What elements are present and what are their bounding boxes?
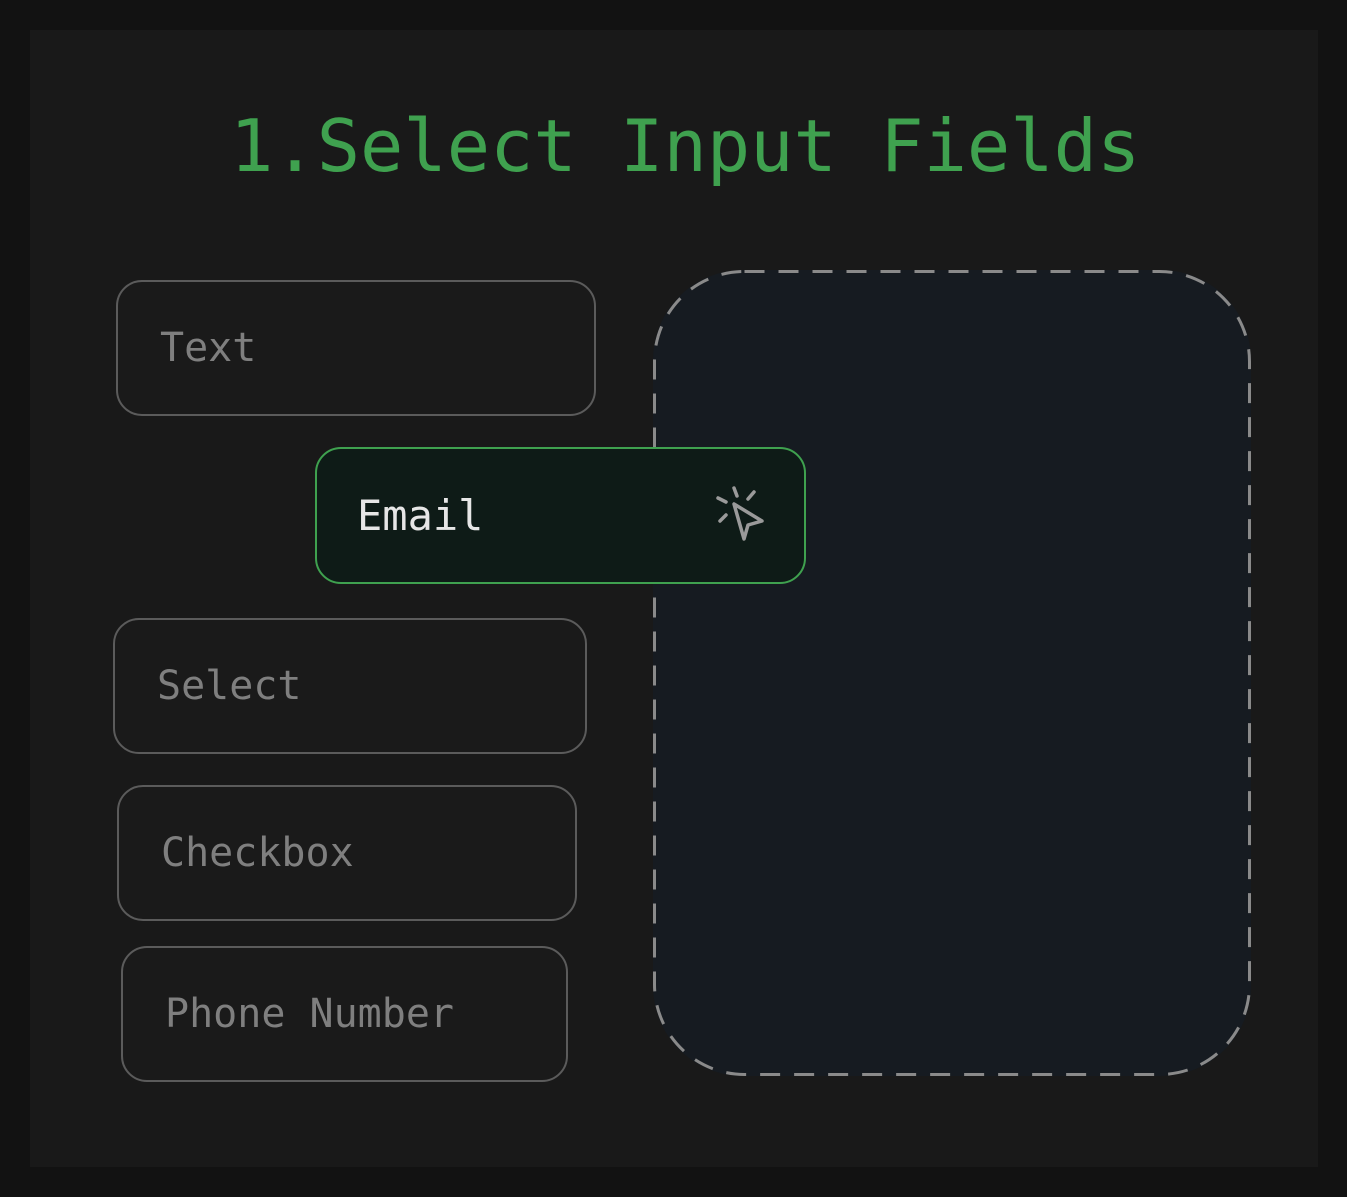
cursor-click-icon: [716, 486, 764, 541]
canvas-frame: 1.Select Input Fields Text Select Checkb…: [30, 30, 1318, 1167]
page-title: 1.Select Input Fields: [230, 104, 1141, 188]
field-option-email-dragging[interactable]: Email: [315, 447, 806, 584]
field-option-checkbox[interactable]: Checkbox: [117, 785, 577, 921]
field-option-label: Select: [157, 663, 302, 709]
form-drop-zone[interactable]: [653, 270, 1251, 1076]
field-option-label: Checkbox: [161, 830, 354, 876]
field-option-phone-number[interactable]: Phone Number: [121, 946, 568, 1082]
field-option-label: Text: [160, 325, 257, 371]
field-option-select[interactable]: Select: [113, 618, 587, 754]
field-option-text[interactable]: Text: [116, 280, 596, 416]
field-option-label: Phone Number: [165, 991, 454, 1037]
drop-zone-border: [653, 270, 1251, 1076]
field-option-label: Email: [357, 491, 484, 540]
